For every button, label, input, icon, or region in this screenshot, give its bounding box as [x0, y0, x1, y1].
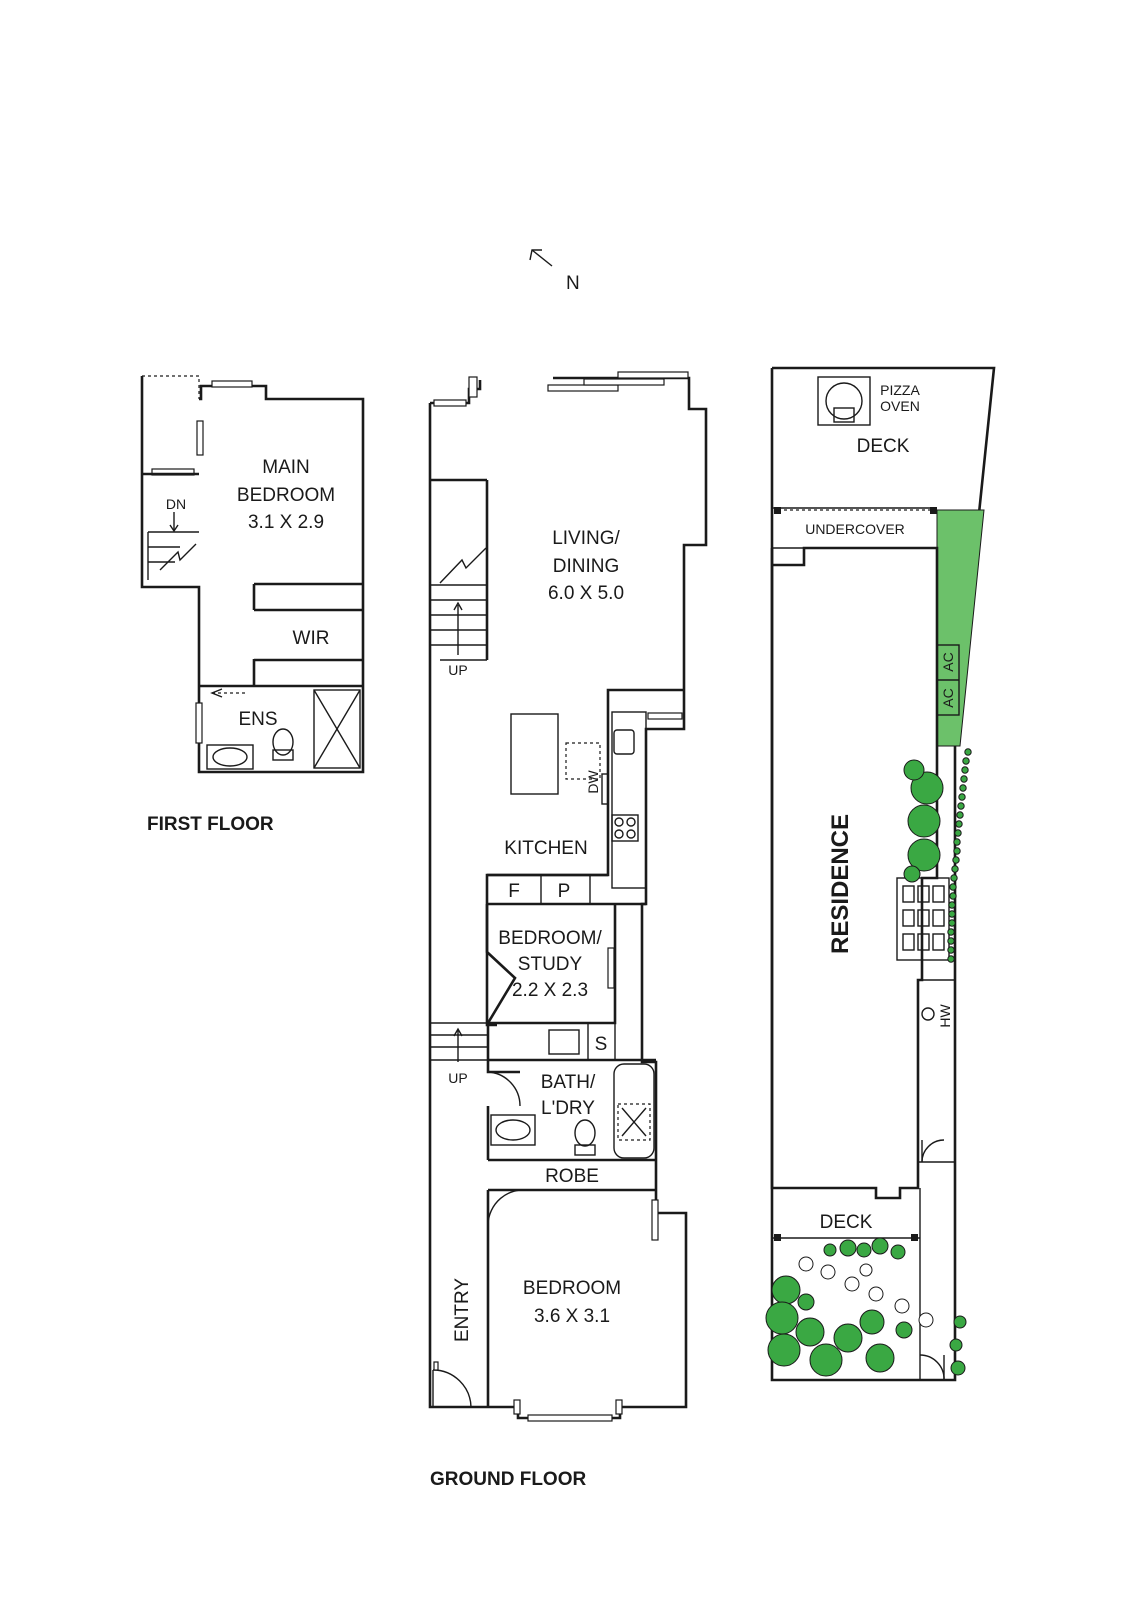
study-label-2: STUDY	[518, 954, 583, 975]
deck-bottom-label: DECK	[820, 1212, 873, 1233]
bath-label: BATH/	[541, 1072, 596, 1093]
ensuite-basin-icon	[206, 744, 254, 770]
pantry-label: P	[558, 881, 571, 902]
stairs-up-label-top: UP	[448, 662, 467, 678]
residence-label: RESIDENCE	[827, 814, 854, 954]
cooktop-icon	[611, 814, 639, 842]
bedroom-size: 3.6 X 3.1	[534, 1306, 610, 1327]
pizza-oven-label: PIZZA	[880, 382, 920, 398]
stairs-up-bottom-icon	[430, 1022, 488, 1062]
undercover-label: UNDERCOVER	[805, 521, 905, 537]
front-garden-icon	[765, 1237, 967, 1377]
main-bedroom-label: MAIN	[262, 457, 310, 478]
north-arrow-icon	[529, 249, 553, 267]
north-label: N	[566, 273, 580, 294]
fridge-label: F	[508, 881, 520, 902]
pizza-oven-icon	[817, 376, 871, 426]
entry-label: ENTRY	[452, 1278, 473, 1342]
stairs-down-icon	[147, 512, 199, 580]
main-bedroom-label-2: BEDROOM	[237, 485, 335, 506]
hw-label: HW	[937, 1004, 953, 1028]
first-floor-plan: MAIN BEDROOM 3.1 X 2.9 WIR ENS DN	[140, 375, 365, 774]
kitchen-label: KITCHEN	[504, 838, 587, 859]
ensuite-toilet-icon	[272, 728, 294, 761]
deck-top-label: DECK	[857, 436, 910, 457]
ac-label-2: AC	[940, 688, 956, 707]
ground-floor-plan: LIVING/ DINING 6.0 X 5.0 KITCHEN DW F P …	[428, 371, 708, 1422]
bedroom-label: BEDROOM	[523, 1278, 621, 1299]
ac-label-1: AC	[940, 652, 956, 671]
ens-label: ENS	[238, 709, 277, 730]
study-size: 2.2 X 2.3	[512, 980, 588, 1001]
stairs-up-top-icon	[430, 547, 487, 655]
stairs-down-label: DN	[166, 496, 186, 512]
stairs-up-label-bottom: UP	[448, 1070, 467, 1086]
site-plan: PIZZA OVEN DECK UNDERCOVER RESIDENCE AC …	[765, 366, 996, 1382]
hedge-icon	[947, 748, 972, 963]
robe-label: ROBE	[545, 1166, 599, 1187]
outdoor-grid-icon	[896, 877, 950, 961]
living-size: 6.0 X 5.0	[548, 583, 624, 604]
first-floor-title: FIRST FLOOR	[147, 814, 274, 835]
dining-label: DINING	[553, 556, 620, 577]
pizza-oven-label-2: OVEN	[880, 398, 920, 414]
bath-basin-icon	[490, 1114, 536, 1146]
side-trees-icon	[903, 759, 944, 883]
living-label: LIVING/	[552, 528, 620, 549]
ground-floor-title: GROUND FLOOR	[430, 1469, 586, 1490]
bath-toilet-icon	[574, 1119, 596, 1156]
study-label: BEDROOM/	[498, 928, 602, 949]
wir-label: WIR	[293, 628, 330, 649]
s-label: S	[595, 1034, 608, 1055]
dishwasher-label: DW	[585, 770, 601, 794]
main-bedroom-size: 3.1 X 2.9	[248, 512, 324, 533]
laundry-label: L'DRY	[541, 1098, 595, 1119]
